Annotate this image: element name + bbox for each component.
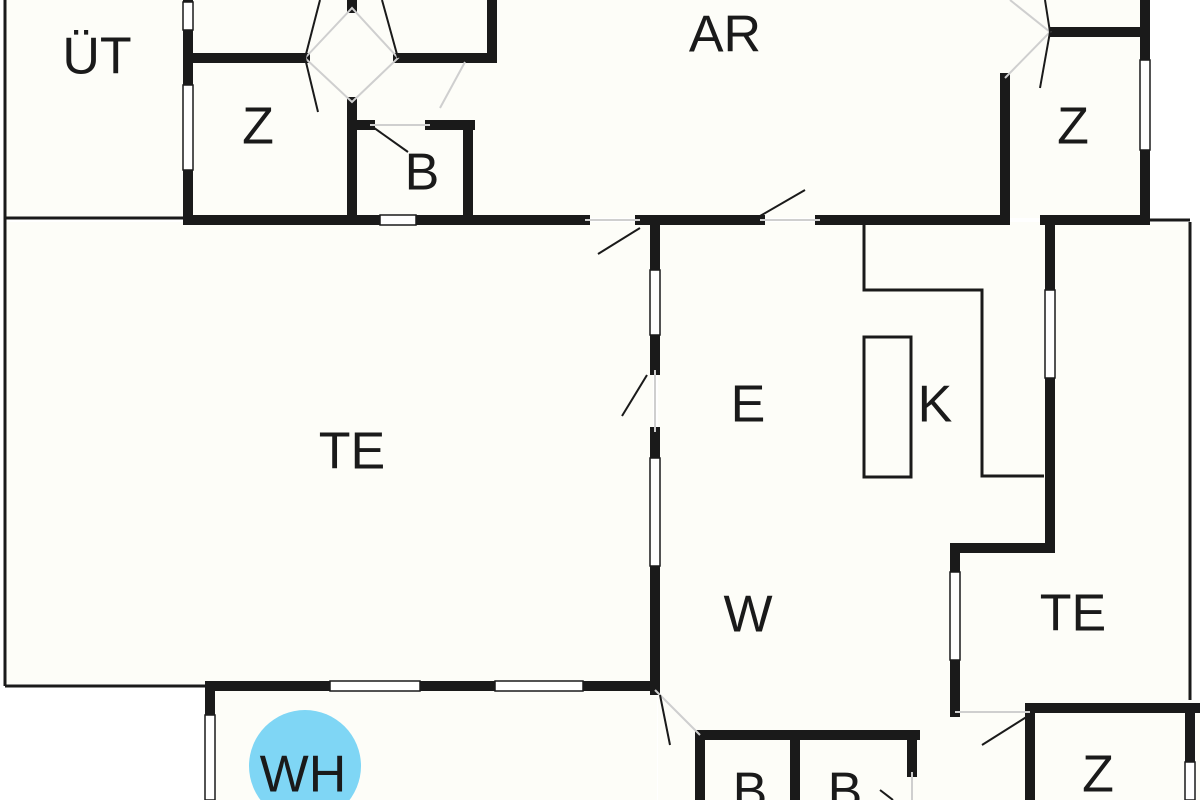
window (649, 269, 661, 336)
window (649, 457, 661, 567)
room-label-w: W (723, 586, 772, 644)
room-label-te1: TE (319, 423, 385, 481)
room-label-te2: TE (1040, 585, 1106, 643)
room-label-ar: AR (689, 6, 761, 64)
thin-walls (3, 0, 1192, 700)
window (1044, 289, 1056, 379)
floor-bottom (658, 700, 1200, 800)
doors (304, 0, 1052, 800)
room-label-b1: B (405, 144, 440, 202)
windows (182, 1, 1196, 800)
window (329, 680, 421, 692)
window (182, 1, 194, 31)
window (949, 571, 961, 661)
window (494, 680, 584, 692)
room-label-z2: Z (1057, 98, 1089, 156)
room-label-wh: WH (260, 746, 347, 800)
window (204, 714, 216, 800)
room-label-k: K (918, 376, 953, 434)
room-label-z3: Z (1082, 746, 1114, 800)
window (1184, 761, 1196, 800)
wh-marker (249, 710, 361, 800)
floor-te2 (960, 222, 1190, 702)
window (379, 214, 417, 226)
room-label-z1: Z (242, 98, 274, 156)
room-label-e: E (731, 376, 766, 434)
room-labels: ÜT AR Z B Z TE E K W TE WH B B Z (62, 6, 1114, 800)
room-label-ut: ÜT (62, 28, 131, 86)
window (182, 84, 194, 171)
floor-te1 (5, 222, 653, 684)
room-label-b2: B (733, 763, 768, 800)
room-label-b3: B (828, 763, 863, 800)
window (1139, 59, 1151, 151)
floor-ut (5, 0, 185, 218)
